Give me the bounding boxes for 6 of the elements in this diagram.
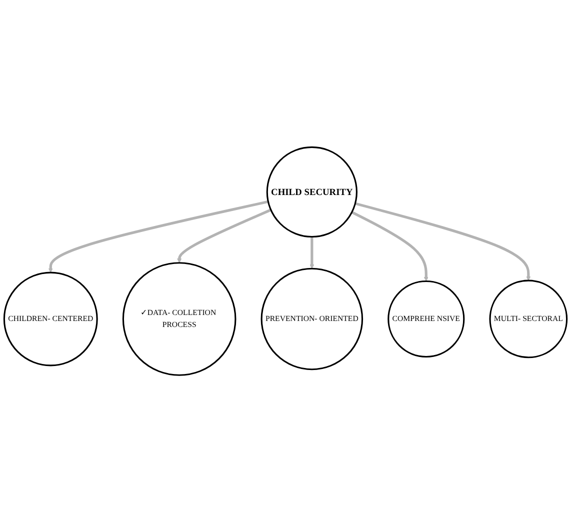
- node-circle: CHILD SECURITY: [266, 146, 358, 238]
- arrow: [48, 200, 268, 274]
- arrow: [351, 211, 428, 282]
- arrow: [177, 209, 272, 264]
- arrow: [354, 202, 531, 282]
- arrow: [310, 237, 314, 270]
